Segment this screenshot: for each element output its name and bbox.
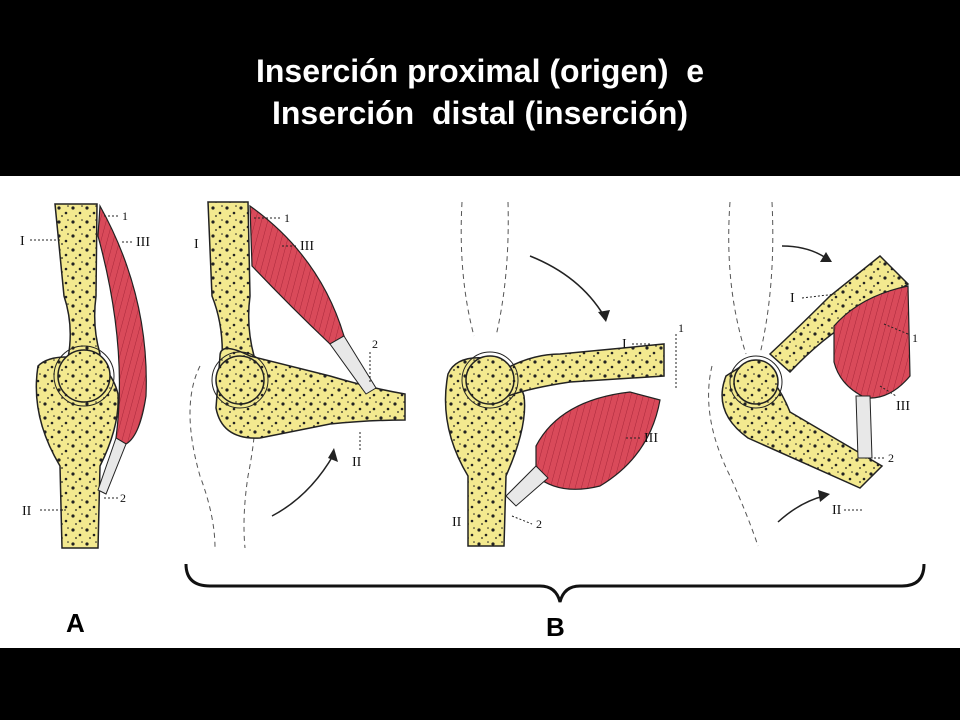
panel-b2-muscle bbox=[535, 391, 661, 490]
panel-b1-label-1: 1 bbox=[284, 211, 290, 225]
panel-b3-arrow-bottom bbox=[777, 495, 825, 523]
panel-b3-label-2: 2 bbox=[888, 451, 894, 465]
panel-b-drawing-3 bbox=[708, 201, 911, 547]
panel-b-drawing-2 bbox=[444, 201, 677, 547]
panel-b-brace bbox=[184, 563, 926, 603]
panel-a-label-roman-2: II bbox=[22, 504, 32, 519]
panel-b1-upper-bone bbox=[207, 201, 255, 363]
panel-b3-forearm-bone bbox=[768, 254, 910, 374]
panel-b1-muscle bbox=[249, 204, 345, 345]
panel-a-muscle bbox=[97, 203, 147, 445]
panel-b2-label-roman-2: II bbox=[452, 515, 462, 530]
panel-b3-muscle bbox=[833, 285, 911, 399]
panel-b-label: B bbox=[546, 612, 565, 642]
panel-b3-tendon bbox=[855, 395, 873, 459]
panel-a-upper-bone bbox=[54, 203, 101, 359]
panel-b1-label-roman-2: II bbox=[352, 455, 362, 470]
panel-b1-joint-head bbox=[215, 355, 265, 405]
title-line-2: Inserción distal (inserción) bbox=[271, 95, 689, 131]
panel-b3-label-roman-1: I bbox=[790, 291, 795, 306]
panel-a-drawing bbox=[30, 203, 147, 549]
panel-a-label-2: 2 bbox=[120, 491, 126, 505]
panel-b1-label-roman-1: I bbox=[194, 237, 199, 252]
panel-b3-arrow-top bbox=[781, 245, 827, 259]
panel-b3-label-3: III bbox=[896, 399, 910, 414]
panel-b2-label-1: 1 bbox=[678, 321, 684, 335]
panel-a-label-roman-1: I bbox=[20, 234, 25, 249]
panel-b2-label-2: 2 bbox=[536, 517, 542, 531]
panel-b1-label-2: 2 bbox=[372, 337, 378, 351]
panel-b2-label-3: III bbox=[644, 431, 658, 446]
panel-b2-forearm-bone bbox=[499, 343, 665, 397]
slide-title: Inserción proximal (origen) e Inserción … bbox=[0, 0, 960, 176]
panel-b1-tendon bbox=[329, 335, 377, 395]
panel-b1-arrow bbox=[271, 453, 335, 517]
panel-b3-label-roman-2: II bbox=[832, 503, 842, 518]
panel-a-label-1: 1 bbox=[122, 209, 128, 223]
bottom-band bbox=[0, 648, 960, 720]
title-line-1: Inserción proximal (origen) e bbox=[255, 53, 705, 89]
panel-b2-label-roman-1: I bbox=[622, 337, 627, 352]
panel-b3-label-1: 1 bbox=[912, 331, 918, 345]
panel-b2-lower-bone bbox=[444, 357, 526, 547]
panel-b-drawing-1 bbox=[189, 201, 406, 549]
panel-a-label-3: III bbox=[136, 235, 150, 250]
panel-b2-joint-head bbox=[465, 355, 515, 405]
panel-b2-arrow bbox=[529, 255, 605, 317]
panel-a-label: A bbox=[66, 608, 85, 638]
panel-a-joint-head bbox=[57, 349, 111, 403]
muscle-insertion-diagram: 1 III I II 2 1 I III 2 II bbox=[20, 201, 926, 642]
panel-b1-label-3: III bbox=[300, 239, 314, 254]
panel-a-tendon bbox=[97, 437, 127, 495]
panel-b2-tendon bbox=[505, 465, 549, 507]
anatomy-figure: 1 III I II 2 1 I III 2 II bbox=[0, 176, 960, 648]
panel-b3-joint-head bbox=[733, 359, 779, 405]
